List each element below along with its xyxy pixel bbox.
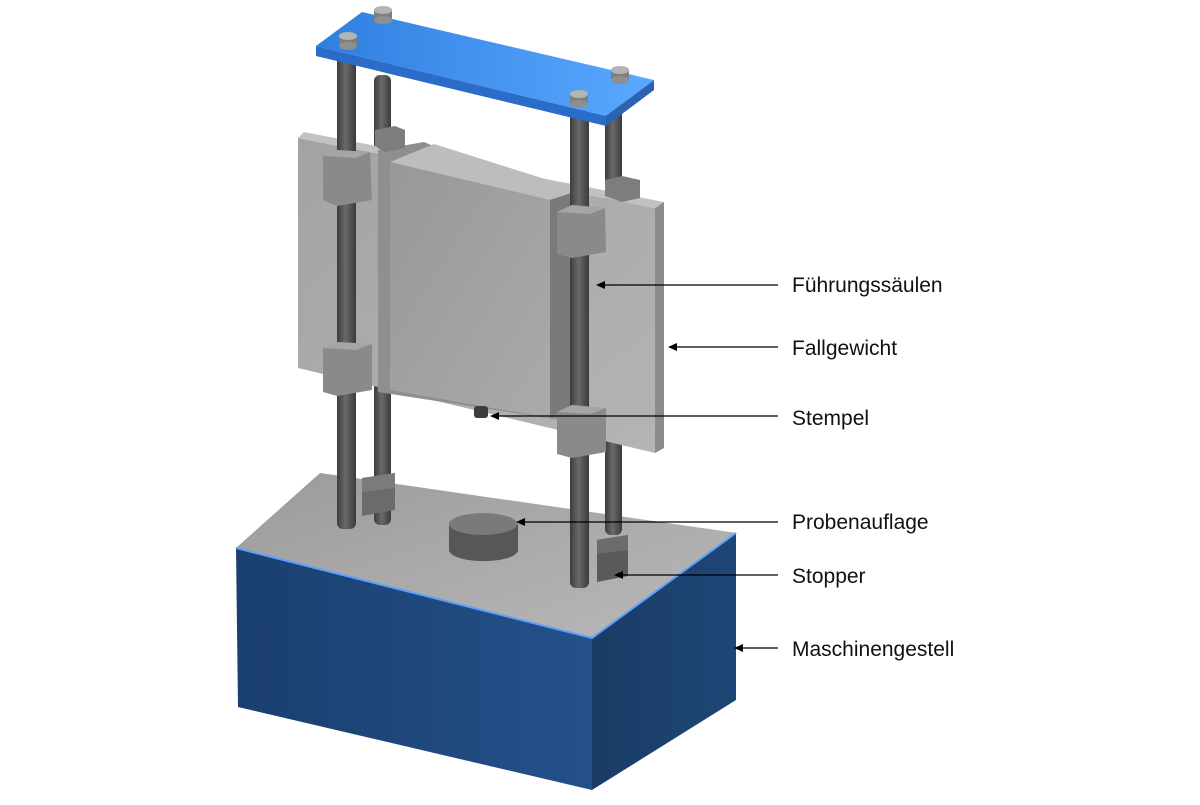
punch xyxy=(474,406,488,418)
label-specimen-support: Probenauflage xyxy=(792,511,929,534)
specimen-support xyxy=(449,513,518,562)
leader-specimen-support xyxy=(516,518,778,526)
stopper-shapes xyxy=(362,473,628,582)
label-drop-weight: Fallgewicht xyxy=(792,337,898,360)
label-punch: Stempel xyxy=(792,407,870,430)
top-plate xyxy=(316,6,654,126)
leader-punch xyxy=(490,412,778,420)
guide-columns-front xyxy=(323,55,640,588)
leader-guide-columns xyxy=(596,281,778,289)
label-machine-frame: Maschinengestell xyxy=(792,638,955,661)
leader-drop-weight xyxy=(668,343,778,351)
leader-stopper xyxy=(614,571,778,579)
leader-lines xyxy=(490,281,778,652)
leader-machine-frame xyxy=(734,644,778,652)
label-stopper: Stopper xyxy=(792,565,866,588)
label-guide-columns: Führungssäulen xyxy=(792,274,943,297)
